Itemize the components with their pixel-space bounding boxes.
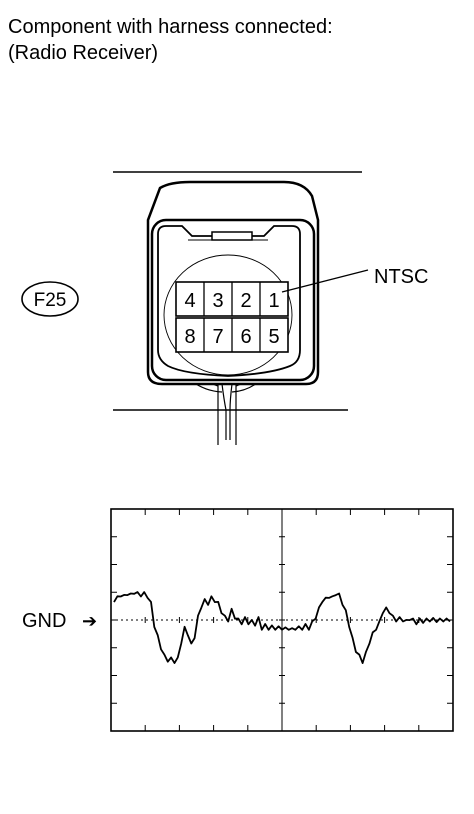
pin-8: 8 [184,326,195,348]
gnd-arrow-icon: ➔ [82,611,97,631]
connector-latch [211,231,253,241]
pin-1: 1 [268,290,279,312]
connector-id-badge [21,281,79,317]
header-line-2: (Radio Receiver) [8,42,159,64]
scope-screen [110,508,454,732]
header-title: Component with harness connected: (Radio… [8,14,333,66]
pin-3: 3 [212,290,223,312]
pin-4: 4 [184,290,195,312]
header-line-1: Component with harness connected: [8,16,333,38]
pin-grid: 4 3 2 1 8 7 6 5 [175,281,289,353]
pin-6: 6 [240,326,251,348]
gnd-label: GND [22,610,66,632]
pin-2: 2 [240,290,251,312]
callout-leader [281,269,369,293]
connector-id: F25 [34,290,67,311]
pin-5: 5 [268,326,279,348]
scope-waveform [113,591,451,664]
callout-ntsc: NTSC [374,266,428,288]
pin-7: 7 [212,326,223,348]
